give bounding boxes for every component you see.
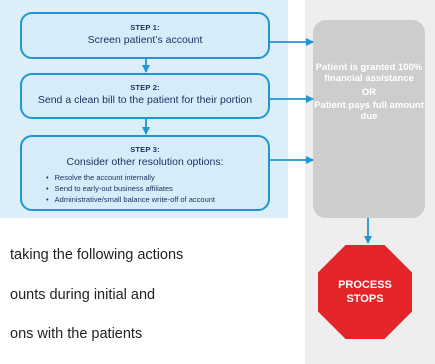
outcome-box: Patient is granted 100% financial assist…: [313, 20, 425, 218]
body-text-line: ounts during initial and: [10, 287, 156, 303]
step-1-box: STEP 1: Screen patient’s account: [20, 12, 270, 59]
step-2-description: Send a clean bill to the patient for the…: [37, 94, 253, 106]
step-3-description: Consider other resolution options:: [66, 156, 224, 168]
resolution-option: Administrative/small balance write-off o…: [46, 194, 268, 205]
step-3-title: STEP 3:: [130, 145, 160, 154]
step-2-box: STEP 2: Send a clean bill to the patient…: [20, 73, 270, 119]
body-text-line: ons with the patients: [10, 326, 143, 342]
step-1-title: STEP 1:: [130, 23, 160, 32]
outcome-financial-assistance: Patient is granted 100% financial assist…: [315, 62, 423, 84]
body-text-line: taking the following actions: [10, 247, 184, 263]
outcome-pays-full: Patient pays full amount due: [314, 100, 424, 122]
step-3-box: STEP 3: Consider other resolution option…: [20, 135, 270, 211]
stop-label-line-2: STOPS: [346, 293, 384, 305]
resolution-option: Send to early-out business affiliates: [46, 183, 268, 194]
process-stops-sign: PROCESS STOPS: [318, 245, 412, 339]
resolution-option: Resolve the account internally: [46, 172, 268, 183]
step-1-description: Screen patient’s account: [87, 34, 203, 46]
step-2-title: STEP 2:: [130, 83, 160, 92]
outcome-or: OR: [361, 87, 377, 98]
resolution-options-list: Resolve the account internally Send to e…: [22, 172, 268, 205]
stop-label-line-1: PROCESS: [338, 279, 392, 291]
